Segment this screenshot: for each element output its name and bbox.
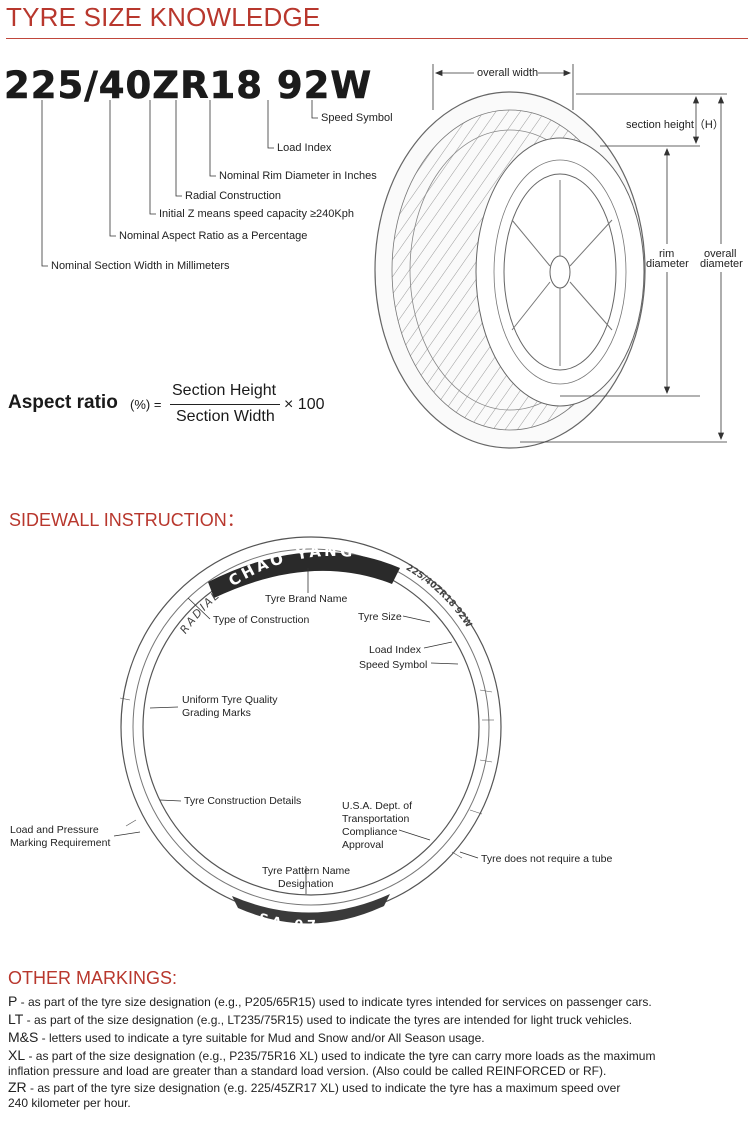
label-overall: overall [704,248,737,260]
marking-text: 240 kilometer per hour. [8,1096,131,1110]
sidewall-brand-text: CHAO YANG [225,542,356,590]
marking-key: ZR [8,1079,27,1095]
marking-text: inflation pressure and load are greater … [8,1064,607,1078]
label-load-index: Load Index [277,142,332,154]
sw-label-dot-1: U.S.A. Dept. of [342,800,413,812]
label-rim: rim [659,248,675,260]
sw-label-dot-3: Compliance [342,826,398,838]
sw-label-dot-2: Transportation [342,813,410,825]
sw-label-pattern-1: Tyre Pattern Name [262,865,351,877]
marking-text: - as part of the size designation (e.g.,… [25,1049,656,1063]
aspect-denominator: Section Width [176,408,275,425]
sidewall-title: SIDEWALL INSTRUCTION： [9,510,245,530]
tyre-size-code: 225/40ZR18 92W [4,64,373,108]
aspect-multiplier: × 100 [284,396,325,413]
page-title: TYRE SIZE KNOWLEDGE [6,2,321,32]
marking-xl: XL - as part of the size designation (e.… [8,1047,708,1064]
label-rim-diameter: Nominal Rim Diameter in Inches [219,170,377,182]
sw-label-construction: Type of Construction [213,614,310,626]
marking-key: XL [8,1047,26,1063]
sw-label-pattern-2: Designation [278,878,334,890]
sw-label-tubeless: Tyre does not require a tube [481,853,613,865]
sw-label-construction-details: Tyre Construction Details [184,795,302,807]
sw-label-brand: Tyre Brand Name [265,593,348,605]
sidewall-size-text: 225/40ZR18 92W [404,563,473,630]
marking-zr: ZR - as part of the tyre size designatio… [8,1079,708,1096]
sw-label-dot-4: Approval [342,839,384,851]
fraction-bar [170,404,280,405]
aspect-ratio-label: Aspect ratio [8,392,118,413]
title-divider [6,38,748,39]
aspect-ratio-unit: (%) = [130,397,162,412]
marking-text: - as part of the tyre size designation (… [26,1081,621,1095]
label-section-width: Nominal Section Width in Millimeters [51,260,230,272]
label-initial-z: Initial Z means speed capacity ≥240Kph [159,208,354,220]
sw-label-utqg-2: Grading Marks [182,707,251,719]
aspect-numerator: Section Height [172,382,277,399]
marking-p: P - as part of the tyre size designation… [8,993,708,1010]
sw-label-size: Tyre Size [358,611,402,623]
label-section-height: section height（H） [626,119,724,131]
sw-label-load-pressure-1: Load and Pressure [10,824,99,836]
label-overall-width: overall width [477,67,539,79]
marking-text: - letters used to indicate a tyre suitab… [38,1031,485,1045]
marking-xl-cont: inflation pressure and load are greater … [8,1063,708,1079]
marking-lt: LT - as part of the size designation (e.… [8,1011,708,1028]
marking-text: - as part of the size designation (e.g.,… [23,1013,633,1027]
sw-label-load-pressure-2: Marking Requirement [10,837,111,849]
other-markings-title: OTHER MARKINGS: [8,968,178,988]
sidewall-pattern-text: SA-07 [257,911,320,933]
marking-key: LT [8,1011,24,1027]
marking-zr-cont: 240 kilometer per hour. [8,1095,708,1111]
label-rim-diameter-2: diameter [646,258,689,270]
label-overall-diameter-2: diameter [700,258,743,270]
sidewall-radial-text: RADIAL [177,588,223,636]
marking-text: - as part of the tyre size designation (… [17,995,652,1009]
sw-label-speed-symbol: Speed Symbol [359,659,428,671]
marking-key: P [8,993,18,1009]
label-speed-symbol: Speed Symbol [321,112,393,124]
label-radial: Radial Construction [185,190,281,202]
sw-label-load-index: Load Index [369,644,421,656]
marking-key: M&S [8,1029,39,1045]
sw-label-utqg-1: Uniform Tyre Quality [182,694,278,706]
label-aspect-ratio: Nominal Aspect Ratio as a Percentage [119,230,308,242]
marking-ms: M&S - letters used to indicate a tyre su… [8,1029,708,1046]
